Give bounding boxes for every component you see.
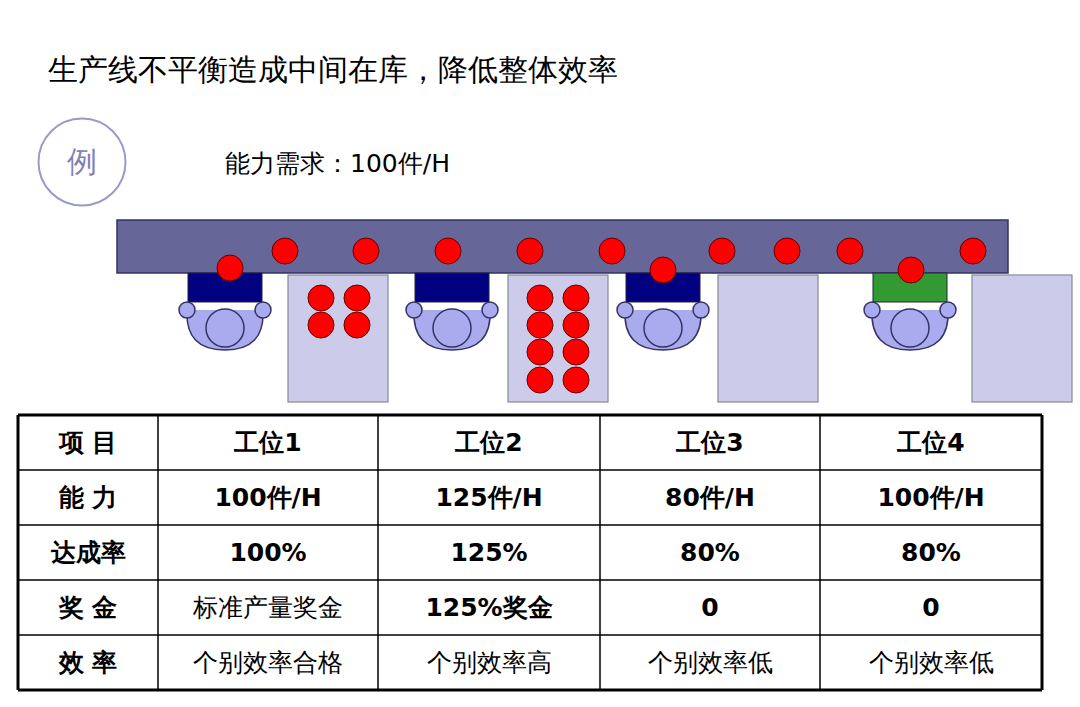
table-cell: 0: [602, 582, 818, 633]
table-cell: 效 率: [20, 637, 156, 688]
table-line: [819, 415, 821, 690]
part: [650, 257, 676, 283]
table-cell: 工位1: [160, 417, 376, 468]
capacity-demand: 能力需求：100件/H: [225, 147, 450, 180]
worker-hand: [693, 302, 709, 318]
worker-hand: [940, 302, 956, 318]
worker-body: [872, 310, 948, 350]
part: [435, 238, 461, 264]
part: [527, 339, 553, 365]
part: [353, 238, 379, 264]
part: [563, 312, 589, 338]
part: [774, 238, 800, 264]
table-line: [18, 469, 1042, 471]
table-cell: 0: [822, 582, 1040, 633]
table-cell: 100%: [160, 527, 376, 578]
part: [563, 339, 589, 365]
worker-hand: [406, 302, 422, 318]
table-cell: 项 目: [20, 417, 156, 468]
worker-hand: [864, 302, 880, 318]
buffer-bin: [972, 275, 1072, 402]
table-cell: 标准产量奖金: [160, 582, 376, 633]
part: [217, 255, 243, 281]
part: [308, 285, 334, 311]
worker: [617, 273, 709, 350]
parts: [217, 238, 986, 393]
table-cell: 工位3: [602, 417, 818, 468]
table-cell: 80件/H: [602, 472, 818, 523]
worker: [406, 273, 498, 350]
part: [517, 238, 543, 264]
worker: [864, 273, 956, 350]
part: [272, 238, 298, 264]
table-cell: 个别效率合格: [160, 637, 376, 688]
example-circle: 例: [37, 117, 127, 207]
worker-hand: [255, 302, 271, 318]
part: [527, 312, 553, 338]
table-line: [1041, 415, 1044, 690]
worker-body: [414, 310, 490, 350]
table-cell: 100件/H: [160, 472, 376, 523]
conveyor-belt: [117, 220, 1008, 273]
buffer-bin: [288, 275, 388, 402]
table-line: [18, 634, 1042, 636]
workers: [179, 273, 956, 350]
circle-outline: [39, 119, 126, 206]
worker: [179, 273, 271, 350]
worker-head: [891, 309, 929, 347]
table-grid: [18, 415, 1042, 690]
table-cell: 达成率: [20, 527, 156, 578]
part: [344, 312, 370, 338]
part: [898, 257, 924, 283]
buffer-bin: [718, 275, 818, 402]
worker-hand: [179, 302, 195, 318]
part: [599, 238, 625, 264]
table-line: [17, 415, 20, 690]
table-line: [377, 415, 379, 690]
worker-body: [625, 310, 701, 350]
table-line: [157, 415, 159, 690]
table-line: [18, 579, 1042, 581]
table-cell: 125件/H: [380, 472, 598, 523]
worker-hand: [617, 302, 633, 318]
title: 生产线不平衡造成中间在库，降低整体效率: [48, 50, 618, 91]
part: [527, 285, 553, 311]
example-mark: 例: [67, 142, 97, 183]
part: [527, 367, 553, 393]
table-cell: 个别效率低: [602, 637, 818, 688]
workbench: [415, 273, 489, 302]
part: [709, 238, 735, 264]
table-line: [18, 689, 1042, 692]
part: [837, 238, 863, 264]
part: [960, 238, 986, 264]
part: [563, 285, 589, 311]
part: [344, 285, 370, 311]
worker-hand: [482, 302, 498, 318]
table-line: [599, 415, 601, 690]
table-cell: 工位2: [380, 417, 598, 468]
table-cell: 个别效率低: [822, 637, 1040, 688]
part: [563, 367, 589, 393]
table-cell: 奖 金: [20, 582, 156, 633]
worker-body: [187, 310, 263, 350]
table-cell: 80%: [602, 527, 818, 578]
part: [308, 312, 334, 338]
table-cell: 100件/H: [822, 472, 1040, 523]
table-cell: 125%奖金: [380, 582, 598, 633]
table-cell: 个别效率高: [380, 637, 598, 688]
buffer-bin: [508, 275, 608, 402]
table-cell: 125%: [380, 527, 598, 578]
table-cell: 工位4: [822, 417, 1040, 468]
table-cell: 80%: [822, 527, 1040, 578]
worker-head: [433, 309, 471, 347]
table-line: [18, 524, 1042, 526]
table-line: [18, 414, 1042, 417]
table-cell: 能 力: [20, 472, 156, 523]
worker-head: [206, 309, 244, 347]
worker-head: [644, 309, 682, 347]
